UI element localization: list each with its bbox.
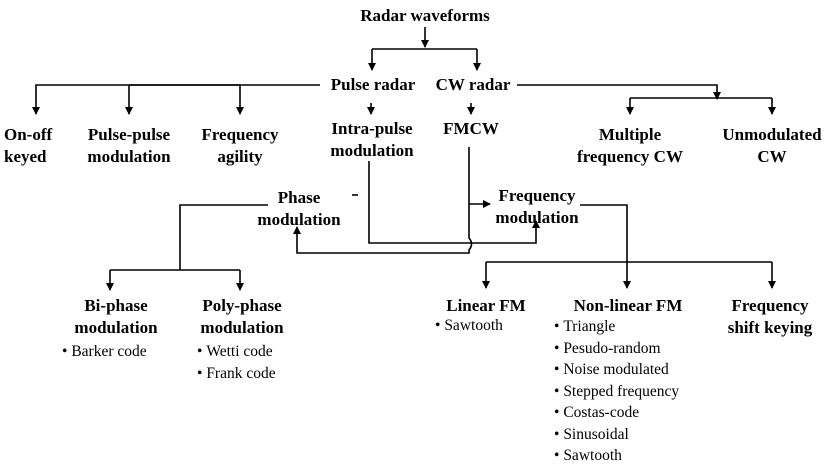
node-unmodulated-cw: Unmodulated CW: [714, 124, 830, 168]
list-item: Sinusoidal: [554, 424, 679, 446]
branch-cw-radar: [517, 84, 721, 100]
node-on-off-keyed-line-2: keyed: [4, 147, 47, 166]
list-bi-phase: Barker code: [62, 341, 146, 363]
node-freq-mod-line-2: modulation: [495, 208, 579, 227]
node-pulse-pulse-line-2: modulation: [87, 147, 171, 166]
node-unmodulated-line-1: Unmodulated: [722, 125, 822, 144]
node-frequency-agility-line-1: Frequency: [201, 125, 279, 144]
node-linear-fm: Linear FM: [446, 296, 526, 315]
node-freq-shift-line-1: Frequency: [731, 296, 809, 315]
list-item: Sawtooth: [554, 445, 679, 467]
node-frequency-modulation: Frequency modulation: [487, 185, 587, 229]
node-intra-pulse-modulation: Intra-pulse modulation: [317, 118, 427, 162]
list-item: Frank code: [197, 363, 275, 385]
node-pulse-pulse-modulation: Pulse-pulse modulation: [74, 124, 184, 168]
node-freq-mod-line-1: Frequency: [498, 186, 576, 205]
list-item: Barker code: [62, 341, 146, 363]
node-non-linear-fm: Non-linear FM: [573, 296, 683, 315]
node-frequency-agility: Frequency agility: [190, 124, 290, 168]
node-bi-phase-line-1: Bi-phase: [84, 296, 148, 315]
node-poly-phase-line-1: Poly-phase: [202, 296, 282, 315]
node-multiple-freq-line-2: frequency CW: [577, 147, 683, 166]
node-poly-phase-line-2: modulation: [200, 318, 284, 337]
arrow-to-phase-modulation: [368, 161, 540, 244]
node-on-off-keyed-line-1: On-off: [4, 125, 53, 144]
node-intra-pulse-line-2: modulation: [330, 141, 414, 160]
node-freq-shift-line-2: shift keying: [727, 318, 813, 337]
node-bi-phase-modulation: Bi-phase modulation: [66, 295, 166, 339]
node-radar-waveforms: Radar waveforms: [360, 6, 490, 25]
arrow-to-frequency-agility: [129, 84, 244, 115]
branch-pulse-radar: [32, 84, 320, 115]
node-poly-phase-modulation: Poly-phase modulation: [190, 295, 294, 339]
node-multiple-freq-line-1: Multiple: [598, 125, 662, 144]
node-intra-pulse-line-1: Intra-pulse: [331, 119, 413, 138]
node-phase-mod-line-1: Phase: [277, 188, 321, 207]
node-phase-modulation: Phase modulation: [249, 187, 349, 231]
node-phase-mod-line-2: modulation: [257, 210, 341, 229]
branch-freq-mod: [580, 204, 631, 289]
list-item: Triangle: [554, 316, 679, 338]
node-on-off-keyed: On-off keyed: [0, 124, 64, 168]
node-pulse-radar: Pulse radar: [330, 75, 416, 94]
list-item: Stepped frequency: [554, 381, 679, 403]
list-non-linear-fm: Triangle Pesudo-random Noise modulated S…: [554, 316, 679, 467]
node-frequency-agility-line-2: agility: [217, 147, 263, 166]
node-bi-phase-line-2: modulation: [74, 318, 158, 337]
list-poly-phase: Wetti code Frank code: [197, 341, 276, 385]
node-unmodulated-line-2: CW: [757, 147, 787, 166]
list-linear-fm: Sawtooth: [435, 315, 503, 337]
node-fmcw: FMCW: [443, 119, 499, 138]
node-pulse-pulse-line-1: Pulse-pulse: [87, 125, 171, 144]
list-item: Pesudo-random: [554, 338, 679, 360]
node-frequency-shift-keying: Frequency shift keying: [712, 295, 828, 339]
arrow-fmcw-to-phase: [293, 147, 473, 254]
list-item: Wetti code: [197, 341, 276, 363]
branch-phase-mod: [179, 204, 268, 252]
node-cw-radar: CW radar: [435, 75, 511, 94]
node-multiple-frequency-cw: Multiple frequency CW: [575, 124, 685, 168]
list-item: Noise modulated: [554, 359, 679, 381]
list-item: Sawtooth: [435, 315, 503, 337]
list-item: Costas-code: [554, 402, 679, 424]
